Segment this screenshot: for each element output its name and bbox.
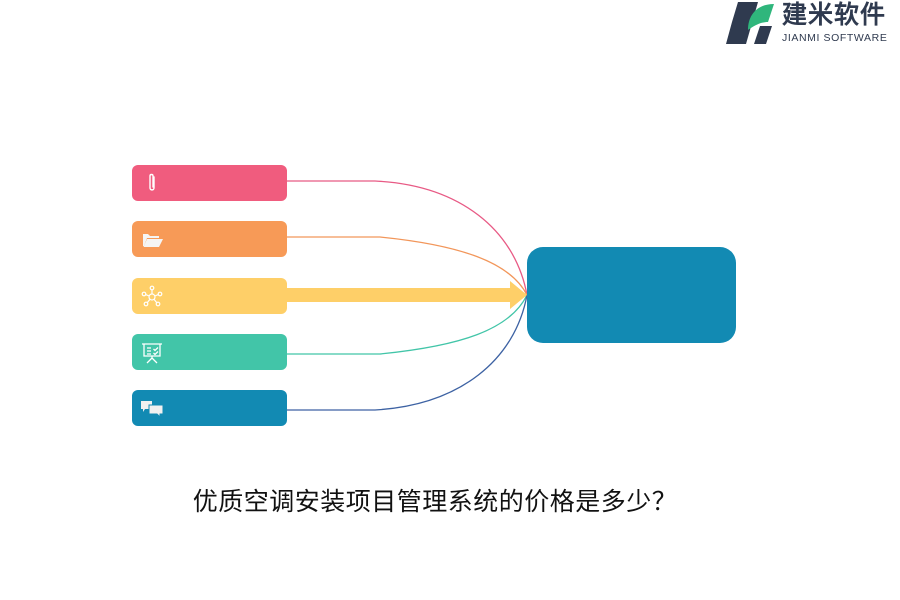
connector-paperclip (287, 180, 528, 296)
main-arrow (285, 281, 527, 309)
node-chat (132, 390, 287, 426)
connector-chat (287, 294, 528, 411)
folder-open-icon (143, 234, 163, 247)
brand-name-en: JIANMI SOFTWARE (782, 32, 888, 44)
connector-folder (287, 236, 528, 296)
node-paperclip (132, 165, 287, 201)
jianmi-logo-icon (726, 2, 774, 44)
caption-title: 优质空调安装项目管理系统的价格是多少？ (192, 487, 678, 516)
chat-bubbles-icon (141, 401, 164, 419)
target-box (527, 247, 736, 343)
node-presentation (132, 334, 287, 370)
connector-presentation (287, 294, 528, 355)
node-folder (132, 221, 287, 257)
node-network (132, 278, 287, 314)
brand-name-cn: 建米软件 (782, 0, 887, 29)
paperclip-icon (149, 173, 155, 191)
brand-logo: 建米软件 JIANMI SOFTWARE (724, 0, 900, 48)
network-icon (141, 285, 163, 307)
presentation-board-icon (142, 343, 162, 364)
